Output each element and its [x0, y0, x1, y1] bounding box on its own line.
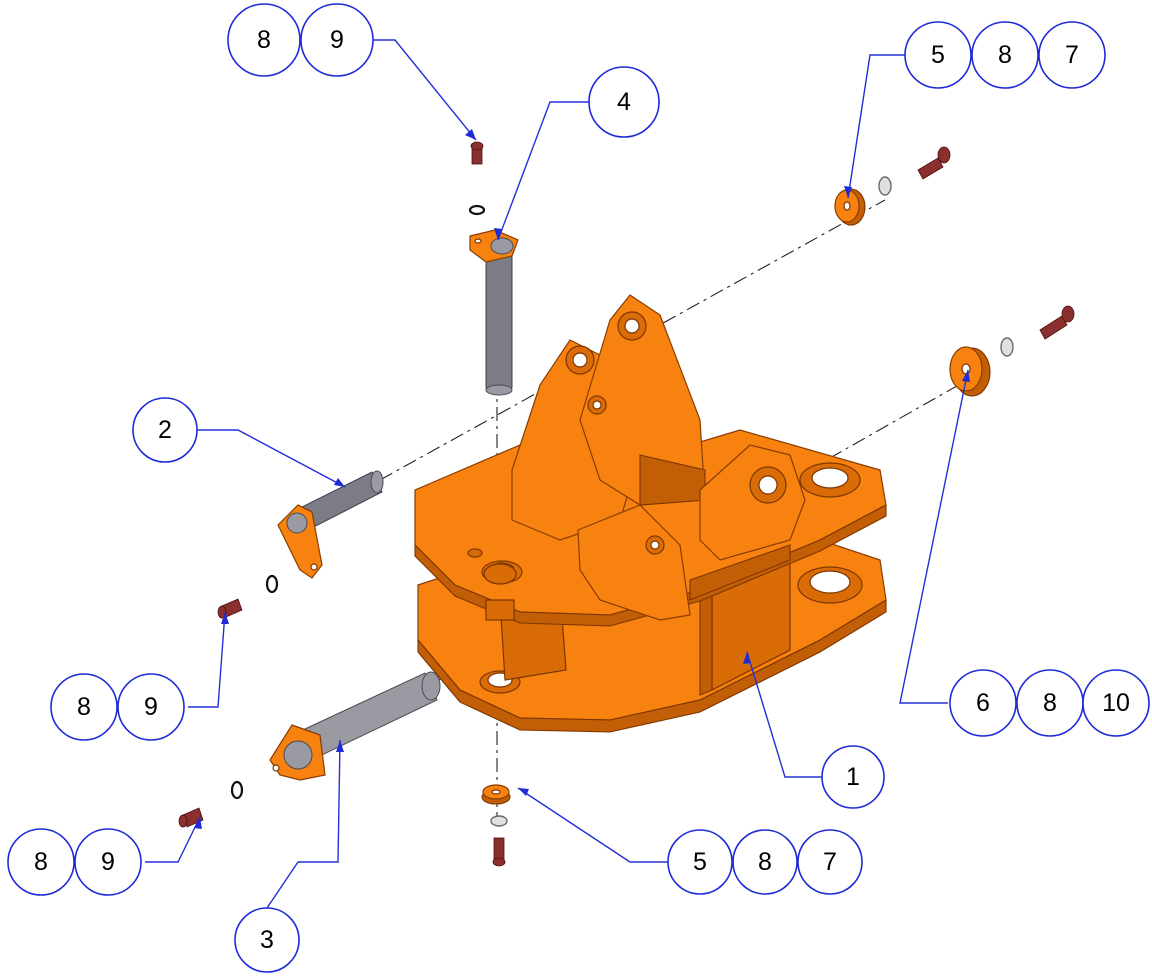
balloon-top-left-2: 9 [300, 3, 374, 77]
balloon-right-2: 8 [1016, 669, 1084, 737]
washer-right-icon [1000, 337, 1014, 357]
balloon-group-pin-2: 2 [132, 397, 198, 463]
balloon-right-3: 10 [1082, 669, 1150, 737]
svg-text:8: 8 [998, 41, 1012, 69]
svg-text:9: 9 [330, 26, 344, 54]
svg-text:8: 8 [758, 848, 772, 876]
bolt-mid-icon [217, 598, 243, 619]
bolt-top-right-icon [917, 146, 951, 180]
balloon-top-left-1: 8 [227, 3, 301, 77]
balloon-bottom-left-1: 8 [7, 828, 75, 896]
end-cap-top-right-part [834, 188, 866, 226]
balloon-bottom-left-2: 9 [74, 828, 142, 896]
balloon-group-bottom-center: 5 8 7 [667, 829, 863, 895]
bolt-bottom-icon [492, 837, 506, 867]
pin-4-part [469, 229, 519, 396]
balloon-group-top-left: 8 9 [227, 3, 374, 77]
washer-bottom-left-icon [230, 780, 244, 800]
leader-pin-3-stub [266, 861, 299, 909]
svg-text:2: 2 [158, 416, 172, 444]
svg-text:8: 8 [34, 848, 48, 876]
balloon-right-1: 6 [949, 669, 1017, 737]
washer-top-icon [468, 204, 486, 216]
svg-text:8: 8 [1043, 689, 1057, 717]
svg-text:4: 4 [617, 88, 631, 116]
main-body-part [414, 294, 887, 733]
balloon-bottom-center-2: 8 [732, 829, 798, 895]
svg-text:5: 5 [693, 848, 707, 876]
svg-text:9: 9 [144, 693, 158, 721]
end-cap-bottom-part [481, 784, 511, 805]
washer-top-right-icon [878, 176, 892, 196]
balloon-group-mid-left: 8 9 [50, 673, 185, 741]
balloon-bottom-center-3: 7 [797, 829, 863, 895]
svg-text:8: 8 [257, 26, 271, 54]
svg-text:7: 7 [823, 848, 837, 876]
balloon-group-bottom-left: 8 9 [7, 828, 142, 896]
bolt-right-icon [1039, 305, 1075, 340]
bolt-bottom-left-icon [178, 807, 204, 828]
svg-text:1: 1 [846, 763, 860, 791]
pin-3-part [269, 671, 441, 781]
balloon-bottom-center-1: 5 [667, 829, 733, 895]
leader-arrowheads [194, 129, 970, 829]
balloon-top-right-1: 5 [904, 21, 972, 89]
balloon-group-pin-4: 4 [588, 66, 660, 138]
washer-bottom-icon [490, 815, 508, 827]
balloon-mid-left-1: 8 [50, 673, 118, 741]
balloon-body-1: 1 [821, 745, 885, 809]
pin-2-part [277, 470, 384, 579]
balloon-top-right-2: 8 [971, 21, 1039, 89]
svg-text:7: 7 [1065, 41, 1079, 69]
svg-text:3: 3 [260, 926, 274, 954]
balloon-pin-3: 3 [234, 907, 300, 973]
balloon-top-right-3: 7 [1038, 21, 1106, 89]
balloon-group-right: 6 8 10 [949, 669, 1150, 737]
balloon-group-top-right: 5 8 7 [904, 21, 1106, 89]
svg-text:5: 5 [931, 41, 945, 69]
svg-text:6: 6 [976, 689, 990, 717]
balloon-pin-4: 4 [588, 66, 660, 138]
balloon-mid-left-2: 9 [117, 673, 185, 741]
end-cap-right-part [949, 346, 991, 397]
washer-mid-icon [265, 574, 279, 594]
balloon-pin-2: 2 [132, 397, 198, 463]
svg-text:10: 10 [1102, 689, 1130, 717]
svg-text:9: 9 [101, 848, 115, 876]
balloon-group-body-1: 1 [821, 745, 885, 809]
svg-text:8: 8 [77, 693, 91, 721]
bolt-top-icon [470, 141, 484, 165]
balloon-group-pin-3: 3 [234, 907, 300, 973]
